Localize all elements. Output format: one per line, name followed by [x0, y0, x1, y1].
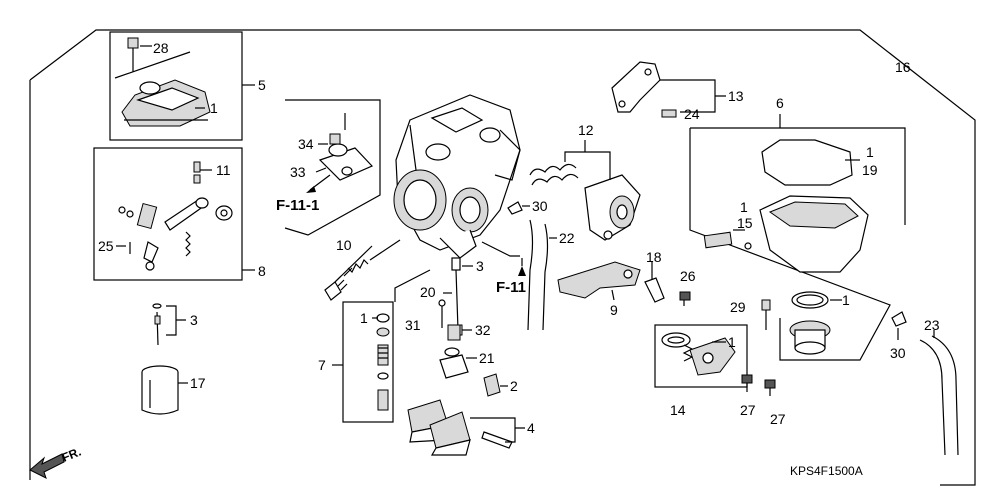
float-chamber-gasket — [761, 139, 853, 186]
callout: 20 — [420, 284, 436, 300]
front-direction-arrow — [29, 453, 65, 479]
callout: 10 — [336, 237, 352, 253]
callout: 1 — [210, 100, 218, 116]
callout: 25 — [98, 238, 114, 254]
callout: 8 — [258, 263, 266, 279]
callout: 22 — [559, 230, 575, 246]
callout: 9 — [610, 302, 618, 318]
jet-group-box — [342, 301, 394, 423]
callout: 17 — [190, 375, 206, 391]
callout: 34 — [298, 136, 314, 152]
float-chamber-outline — [689, 127, 906, 361]
callout: 3 — [190, 312, 198, 328]
choke-group-outline — [284, 99, 381, 236]
callout: 24 — [684, 106, 700, 122]
throttle-link-parts — [118, 161, 233, 271]
screw-27b — [764, 379, 776, 396]
acceleration-pump-cover — [529, 163, 641, 241]
callout: 15 — [737, 215, 753, 231]
overflow-tube — [527, 219, 549, 331]
callout: 26 — [680, 268, 696, 284]
callout: 19 — [862, 162, 878, 178]
callout: 1 — [360, 310, 368, 326]
diagram-code: KPS4F1500A — [790, 464, 863, 478]
callout: 1 — [842, 292, 850, 308]
jet-parts — [376, 313, 390, 411]
link-group-box — [93, 147, 243, 281]
callout: 23 — [924, 317, 940, 333]
cover-screw-28 — [127, 37, 139, 72]
link-arm — [557, 261, 641, 299]
callout: 5 — [258, 77, 266, 93]
air-cut-valve — [661, 332, 736, 376]
callout: 3 — [476, 258, 484, 274]
callout: 16 — [895, 59, 911, 75]
front-direction-label: FR. — [60, 445, 83, 465]
vent-tube — [919, 335, 959, 456]
drain-plug — [789, 320, 831, 355]
callout: 1 — [740, 199, 748, 215]
callout: 1 — [866, 144, 874, 160]
jet-needle — [152, 303, 162, 346]
callout: 2 — [510, 378, 518, 394]
cable-bracket — [611, 61, 677, 118]
ref-label-f-11-1: F-11-1 — [276, 197, 319, 214]
callout: 4 — [527, 420, 535, 436]
top-cover-part — [121, 79, 211, 127]
drain-screw-29 — [761, 299, 771, 330]
callout: 32 — [475, 322, 491, 338]
callout: 7 — [318, 357, 326, 373]
ref-label-f-11: F-11 — [496, 279, 526, 296]
drain-oring — [791, 291, 829, 309]
callout: 1 — [728, 334, 736, 350]
carburetor-body — [393, 94, 521, 259]
float-chamber — [703, 195, 869, 273]
callout: 14 — [670, 402, 686, 418]
choke-plunger — [318, 133, 374, 181]
callout: 33 — [290, 164, 306, 180]
small-plug-2 — [483, 373, 501, 397]
float-valve — [438, 299, 461, 341]
screw-27a — [741, 374, 753, 392]
assembly-outline — [29, 29, 976, 486]
callout: 6 — [776, 95, 784, 111]
callout: 28 — [153, 40, 169, 56]
callout: 30 — [890, 345, 906, 361]
callout: 12 — [578, 122, 594, 138]
throttle-piston — [141, 365, 179, 415]
screw-26 — [679, 291, 691, 306]
callout: 13 — [728, 88, 744, 104]
callout: 11 — [216, 162, 231, 178]
cover-group-box — [109, 31, 243, 141]
callout: 27 — [740, 402, 756, 418]
callout: 29 — [730, 299, 746, 315]
needle-jet-holder — [451, 257, 463, 336]
hose-clip-30 — [507, 201, 523, 215]
lever-18 — [644, 277, 665, 303]
throttle-stop-screw — [324, 245, 373, 301]
float-set — [407, 399, 513, 456]
pilot-screw-assembly — [439, 347, 469, 379]
callout: 21 — [479, 350, 495, 366]
callout: 31 — [405, 317, 421, 333]
callout: 30 — [532, 198, 548, 214]
hose-clip-30b — [891, 311, 907, 327]
valve-group-box — [654, 324, 748, 388]
callout: 18 — [646, 249, 662, 265]
callout: 27 — [770, 411, 786, 427]
